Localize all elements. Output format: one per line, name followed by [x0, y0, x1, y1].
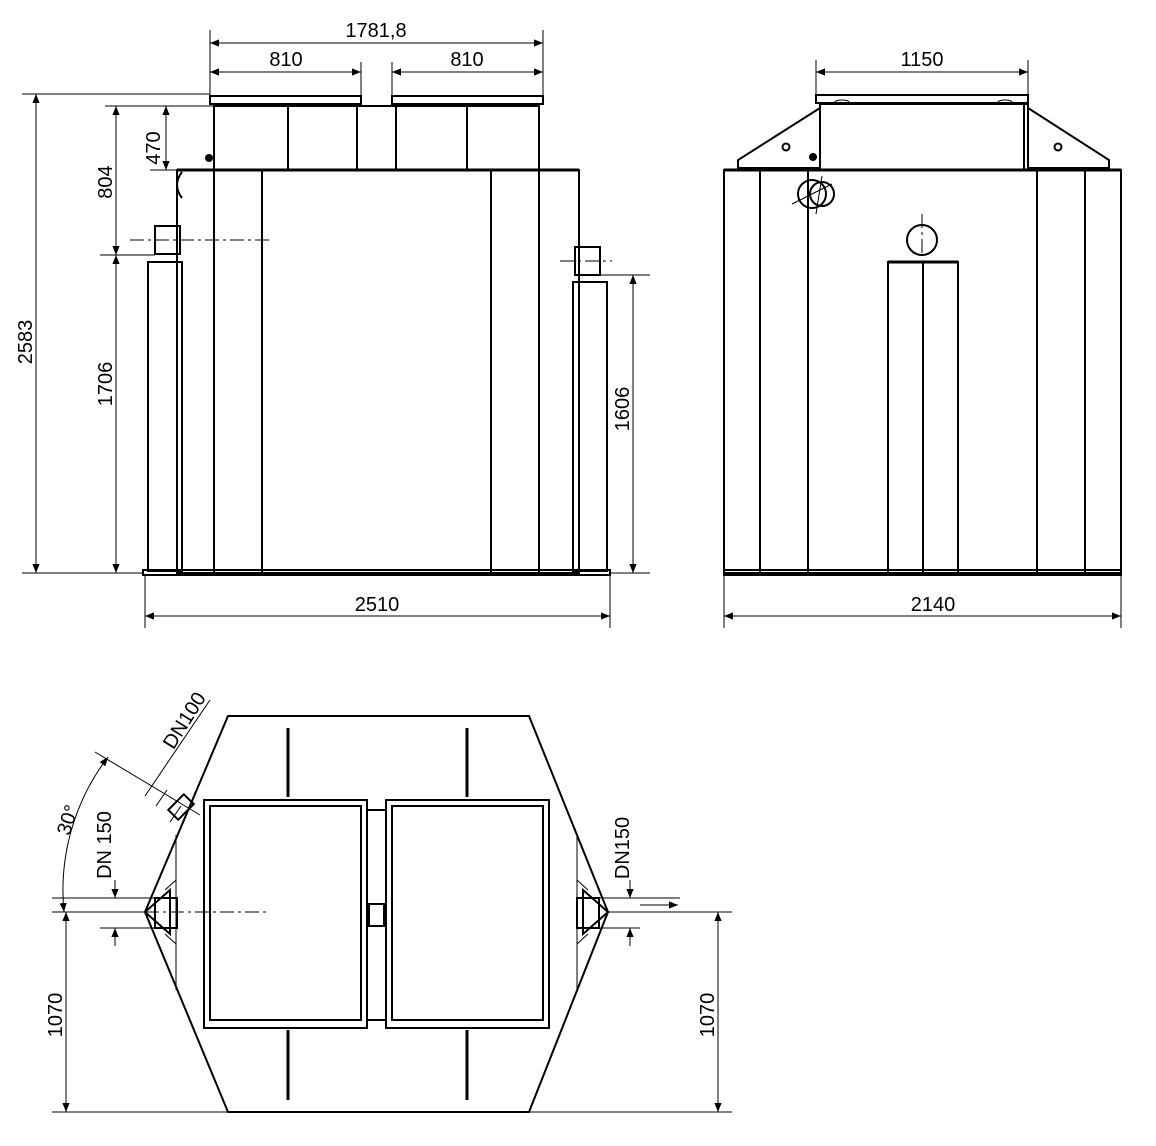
left-manhole-neck [213, 105, 358, 171]
outlet-pipe [574, 246, 601, 276]
plan-outlet-fitting [582, 887, 610, 937]
outlet-pipe-label: DN150 [612, 817, 634, 879]
dim-manhole-width-label: 1150 [900, 49, 943, 71]
fitting-marker [809, 153, 817, 161]
right-column [572, 281, 608, 572]
vent-axis [94, 751, 201, 816]
vent-dim-tick [155, 789, 168, 807]
inlet-bracket [164, 879, 177, 891]
side-cover [815, 94, 1029, 104]
left-column [147, 261, 183, 572]
fitting-marker [205, 154, 213, 162]
plan-view: DN100 30° DN 150 DN150 1070 1070 [45, 689, 732, 1113]
outlet-bracket [576, 879, 589, 891]
tank-body [176, 169, 580, 574]
bracket-hole [781, 142, 791, 152]
plan-cover-left [203, 799, 368, 1029]
dim-inlet-invert-label: 1706 [95, 362, 117, 407]
vent-pipe [797, 179, 827, 209]
inlet-pipe-label: DN 150 [94, 811, 116, 879]
plan-outlet-pipe [576, 897, 600, 929]
dim-outlet-invert-label: 1606 [612, 387, 634, 432]
plan-vent-pipe [166, 792, 196, 822]
plan-outline [143, 715, 610, 1113]
right-bracket [1027, 107, 1110, 169]
dim-half-width-left-label: 1070 [45, 993, 67, 1038]
right-cover [391, 95, 544, 105]
vent-axis [791, 183, 833, 205]
dim-overall-manholes-label: 1781,8 [345, 20, 406, 42]
left-cover [209, 95, 362, 105]
dim-total-height-label: 2583 [15, 320, 37, 365]
plan-connector-joint [368, 903, 385, 927]
dim-length-label: 2510 [355, 594, 400, 616]
outlet-bracket [576, 933, 589, 945]
vent-stub [176, 171, 183, 199]
plan-connector [366, 809, 387, 1021]
dim-neck-height-label: 470 [143, 131, 165, 164]
inlet-bracket [164, 933, 177, 945]
plan-cover-right-inner [391, 805, 544, 1021]
cover-bolt [997, 99, 1013, 105]
cover-bolt [834, 99, 850, 105]
dim-width-label: 2140 [911, 594, 956, 616]
bracket-hole [1053, 142, 1063, 152]
dim-manhole-right-label: 810 [450, 49, 483, 71]
side-manhole-neck [819, 103, 1029, 171]
angle-label: 30° [53, 802, 83, 838]
vent-axis [815, 175, 823, 215]
plan-cover-left-inner [209, 805, 362, 1021]
vent-dim-tick [169, 805, 182, 823]
vent-leader [144, 699, 211, 797]
angle-arc [59, 756, 109, 913]
vent-pipe-label: DN100 [159, 689, 211, 753]
dim-half-width-right-label: 1070 [697, 993, 719, 1038]
side-view: 1150 2140 [723, 49, 1122, 628]
left-bracket [737, 107, 821, 169]
front-view: 1781,8 810 810 2583 804 470 1706 1606 [15, 20, 650, 628]
plan-inlet-pipe [154, 897, 178, 929]
dim-top-to-inlet-label: 804 [95, 165, 117, 198]
plan-cover-right [385, 799, 550, 1029]
dim-manhole-left-label: 810 [269, 49, 302, 71]
vent-pipe-end [809, 181, 835, 207]
neck-connector [356, 105, 397, 171]
